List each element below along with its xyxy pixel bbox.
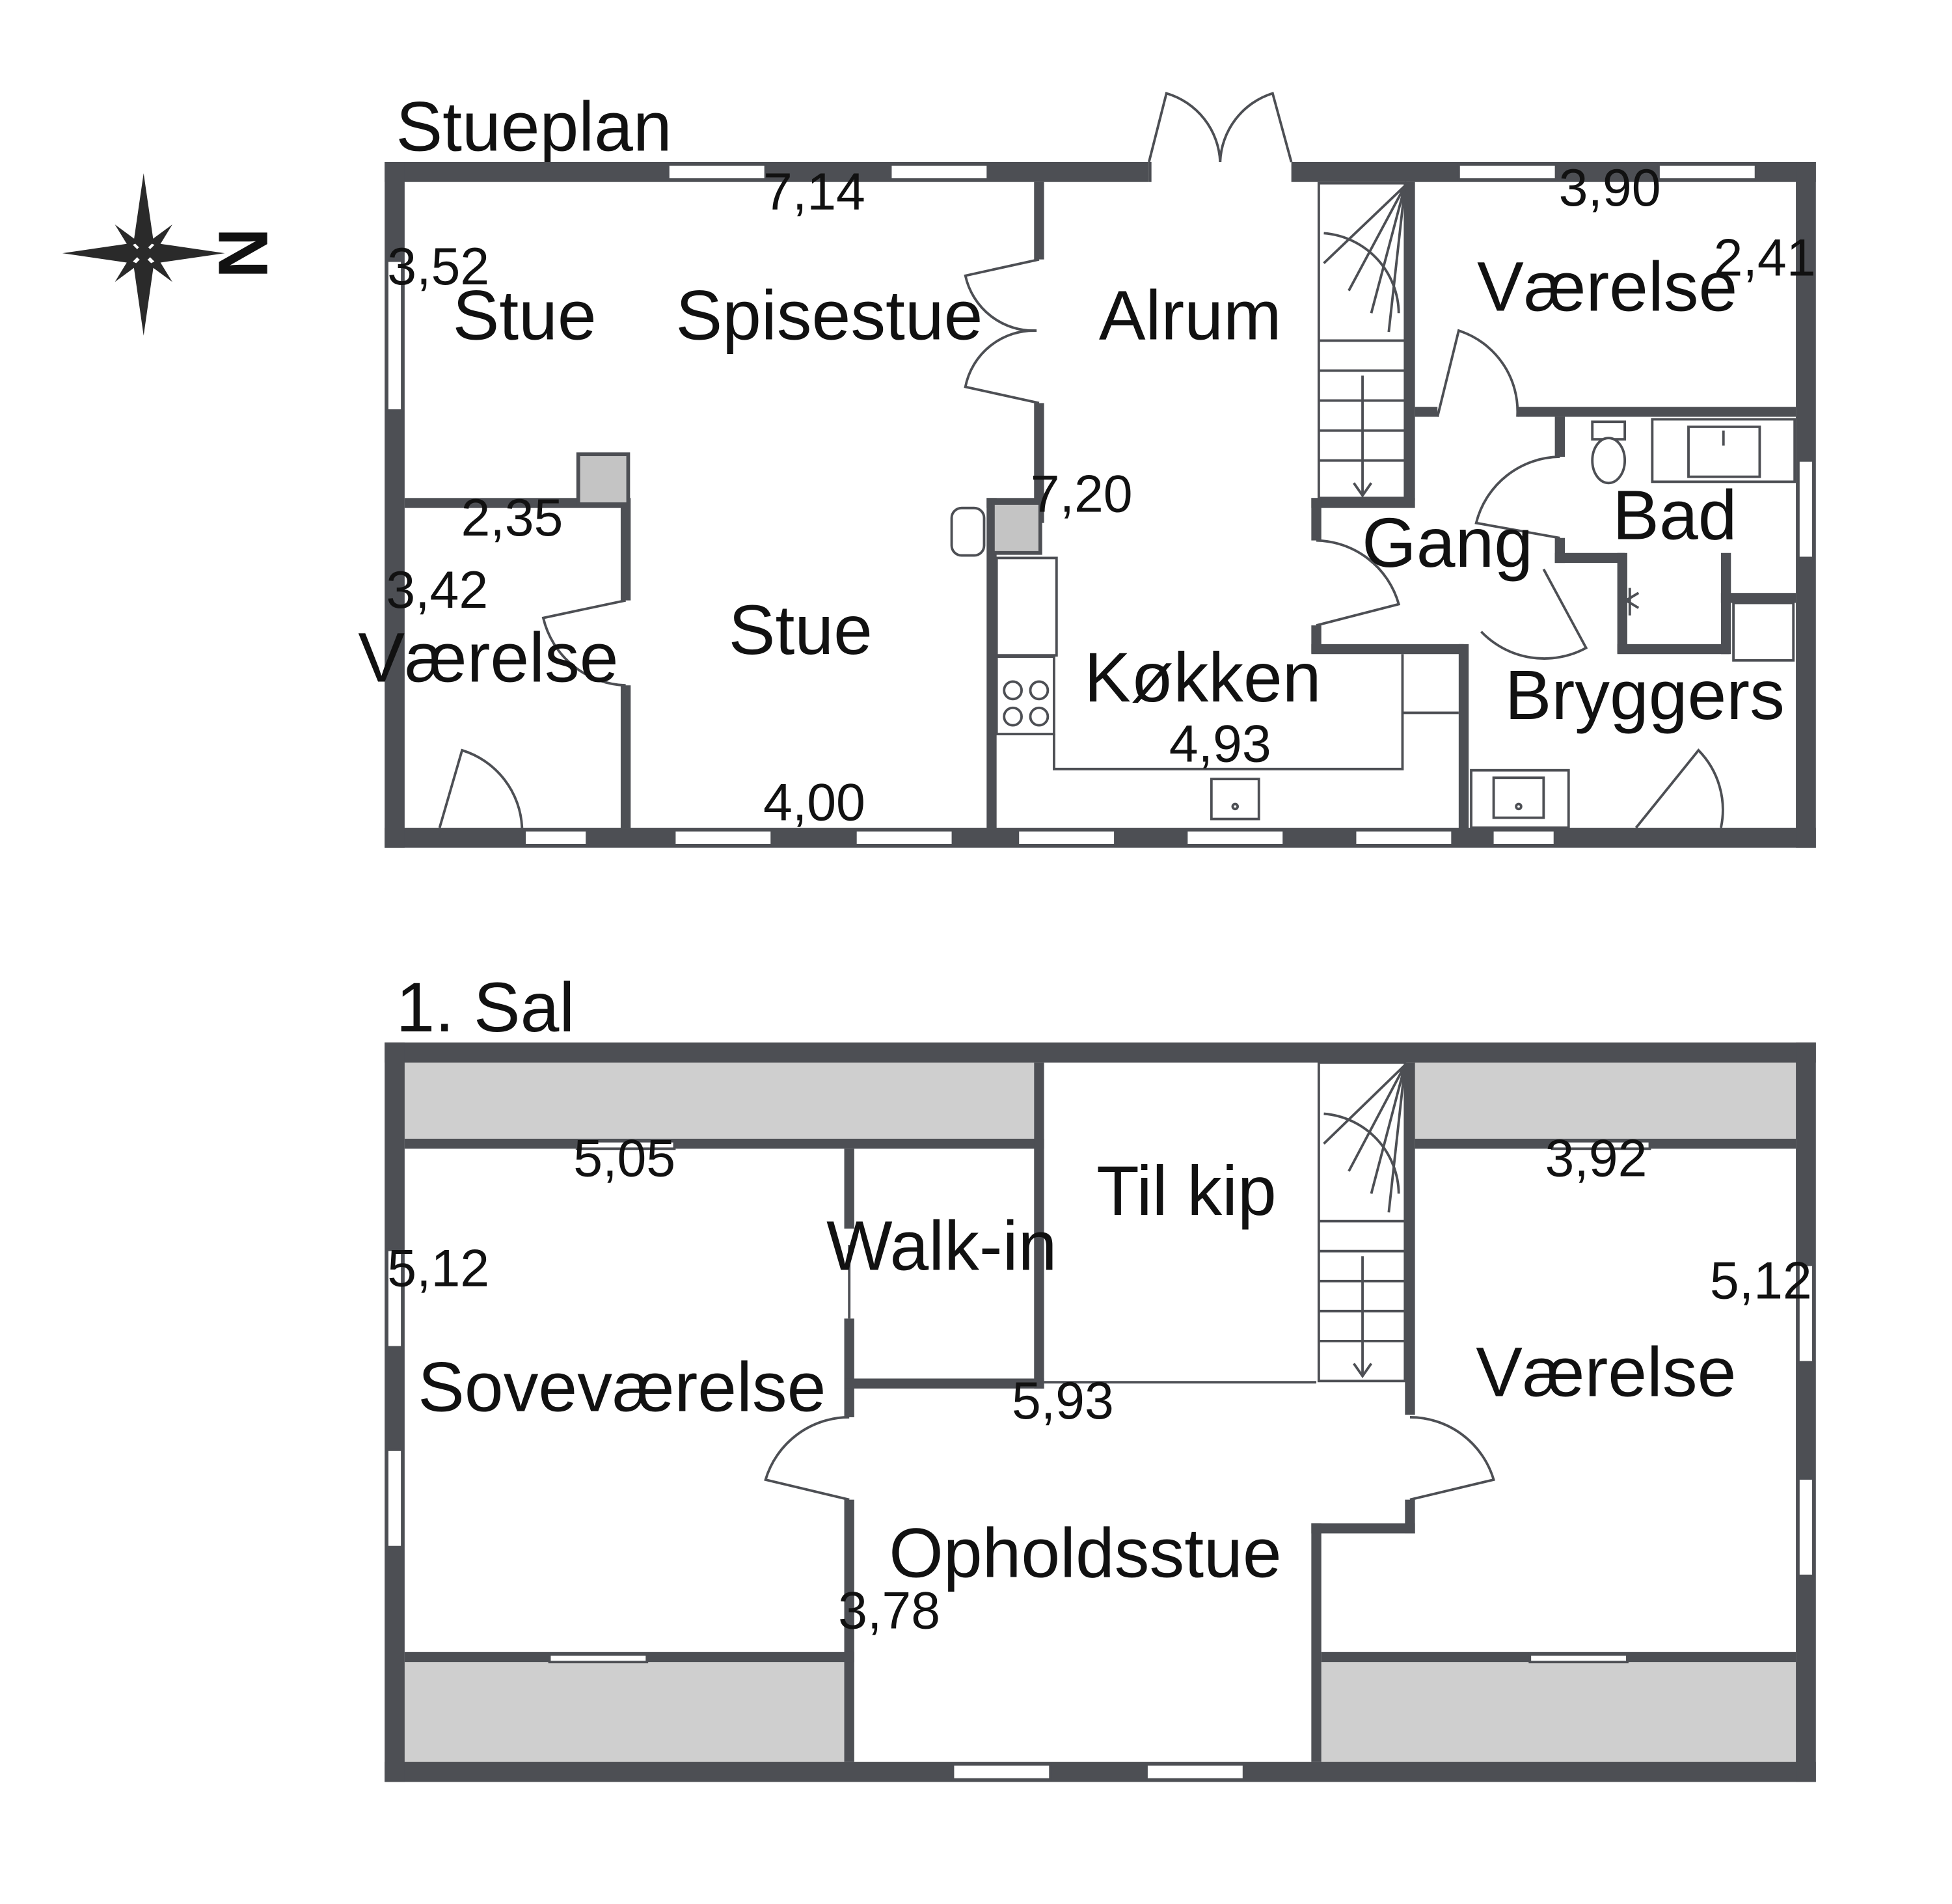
room-label-vaerelse-sw: Værelse — [358, 618, 618, 696]
room-label-bad: Bad — [1612, 476, 1737, 554]
room-label-walkin: Walk-in — [826, 1206, 1057, 1285]
dimension-label: 2,41 — [1714, 229, 1816, 288]
dimension-label: 4,00 — [763, 774, 865, 832]
dimension-label: 5,93 — [1012, 1372, 1114, 1430]
room-label-koekken: Køkken — [1084, 638, 1321, 716]
room-label-spisestue: Spisestue — [675, 277, 983, 355]
dimension-label: 2,35 — [461, 489, 563, 547]
dimension-label: 5,12 — [387, 1239, 489, 1298]
dimension-label: 5,12 — [1710, 1252, 1812, 1311]
dimension-label: 3,92 — [1545, 1130, 1647, 1188]
room-label-vaerelse-ne: Værelse — [1477, 247, 1737, 325]
ground-floor-doors — [438, 91, 1724, 829]
room-label-stue-top: Stue — [453, 277, 597, 355]
staircase — [1317, 1061, 1407, 1383]
first-floor-walls — [385, 1042, 1816, 1782]
bath-fixtures — [1470, 418, 1796, 829]
dimension-label: 4,93 — [1169, 714, 1271, 773]
room-label-sovevaerelse: Soveværelse — [418, 1348, 826, 1426]
dimension-label: 3,78 — [838, 1581, 940, 1640]
chimney — [576, 452, 630, 506]
dimension-label: 5,05 — [573, 1130, 675, 1188]
room-label-tilkip: Til kip — [1096, 1152, 1277, 1230]
kitchen-fixtures — [950, 506, 1459, 821]
dimension-label: 3,42 — [386, 561, 488, 619]
ground-floor-windows — [386, 163, 1815, 847]
ground-floor-title: Stueplan — [396, 88, 671, 166]
dimension-label: 7,20 — [1031, 465, 1133, 523]
attic-areas — [402, 1061, 1796, 1765]
room-label-bryggers: Bryggers — [1505, 656, 1785, 734]
first-floor-title: 1. Sal — [396, 968, 575, 1046]
room-label-stue-bottom: Stue — [729, 591, 873, 669]
first-floor-windows — [386, 1139, 1815, 1781]
room-label-vaerelse-ff: Værelse — [1476, 1333, 1736, 1411]
compass-north-label: N — [204, 228, 282, 279]
dimension-label: 3,52 — [387, 238, 489, 296]
staircase — [1317, 182, 1407, 500]
room-label-gang: Gang — [1362, 504, 1533, 582]
first-floor-doors — [764, 1416, 1496, 1501]
room-label-alrum: Alrum — [1099, 277, 1282, 355]
dimension-label: 7,14 — [763, 163, 865, 221]
dimension-label: 3,90 — [1559, 159, 1661, 217]
compass-rose-icon — [62, 173, 225, 336]
room-label-opholdsstue: Opholdsstue — [889, 1514, 1281, 1592]
chimney — [991, 501, 1042, 555]
